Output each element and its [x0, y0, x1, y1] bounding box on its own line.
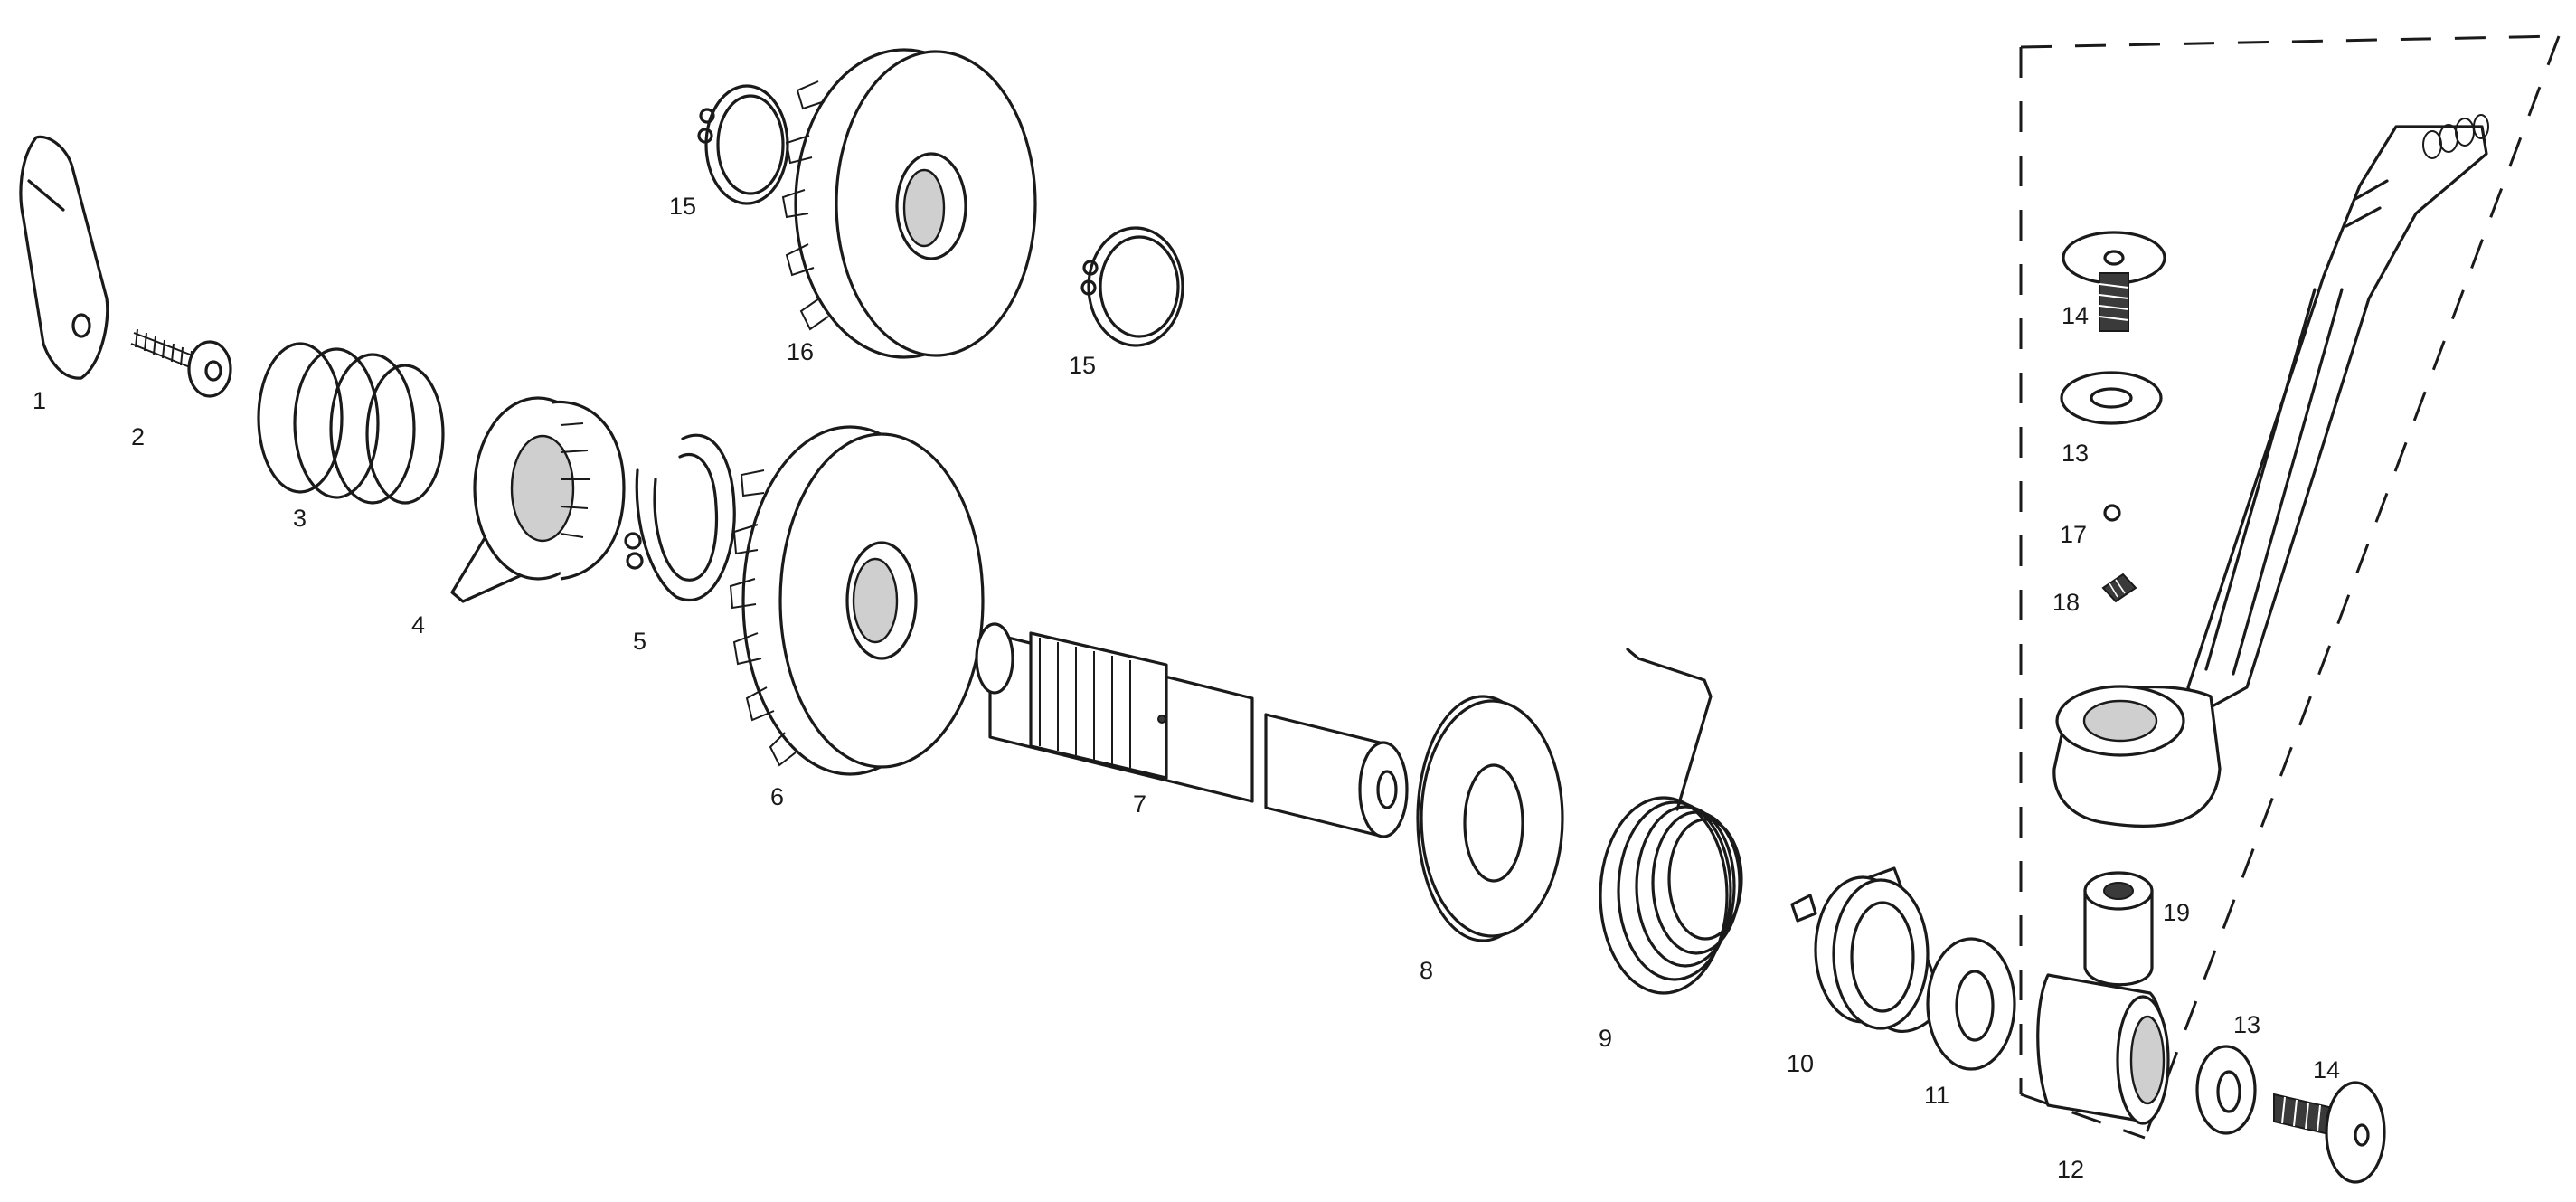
label-part-12: 12 [2057, 1156, 2084, 1183]
label-part-9: 9 [1599, 1025, 1612, 1052]
label-part-5: 5 [633, 628, 646, 655]
part-6-gear [729, 425, 985, 776]
part-18-small-spring [2101, 573, 2137, 603]
label-part-1: 1 [33, 387, 46, 414]
part-15-circlip-right [1080, 226, 1184, 347]
part-5-circlip [624, 433, 736, 601]
part-19-lever-boss [2036, 871, 2170, 1125]
part-17-ball [2103, 504, 2121, 522]
part-1-lock-plate [19, 135, 109, 380]
part-11-spacer-ring [1926, 937, 2016, 1071]
assembly-boundary-dashed [2019, 34, 2561, 1140]
label-part-4: 4 [411, 611, 425, 639]
part-13-upper-washer [2060, 371, 2163, 425]
part-16-gear [781, 48, 1037, 359]
kick-lever-arm [2052, 114, 2489, 828]
part-8-washer [1416, 695, 1564, 942]
part-13-lower-washer [2195, 1045, 2257, 1135]
label-part-15-left: 15 [669, 193, 696, 220]
label-part-10: 10 [1787, 1050, 1814, 1077]
label-part-13-lower: 13 [2233, 1011, 2260, 1038]
part-7-kickstart-shaft [975, 622, 1409, 838]
label-part-13-upper: 13 [2062, 440, 2089, 467]
label-part-3: 3 [293, 505, 307, 532]
part-14-upper-bolt [2062, 231, 2166, 332]
label-part-7: 7 [1133, 790, 1146, 818]
part-3-spring [257, 342, 445, 505]
label-part-17: 17 [2060, 521, 2087, 548]
label-part-14-lower: 14 [2313, 1056, 2340, 1084]
label-part-16: 16 [787, 338, 814, 365]
part-15-circlip-left [697, 84, 789, 205]
label-part-11: 11 [1924, 1082, 1949, 1109]
part-number-labels: 1 2 3 4 5 6 7 8 9 10 11 12 13 13 14 14 1… [33, 193, 2340, 1183]
part-14-lower-bolt [2273, 1081, 2386, 1184]
part-4-ratchet [450, 396, 626, 603]
part-9-torsion-spring [1599, 648, 1743, 995]
label-part-2: 2 [131, 423, 145, 450]
label-part-19: 19 [2163, 899, 2190, 926]
label-part-15-right: 15 [1069, 352, 1096, 379]
label-part-6: 6 [770, 783, 784, 810]
part-10-sleeve [1790, 866, 1946, 1033]
label-part-18: 18 [2052, 589, 2080, 616]
label-part-14-upper: 14 [2062, 302, 2089, 329]
label-part-8: 8 [1420, 957, 1433, 984]
part-2-bolt [130, 328, 232, 398]
